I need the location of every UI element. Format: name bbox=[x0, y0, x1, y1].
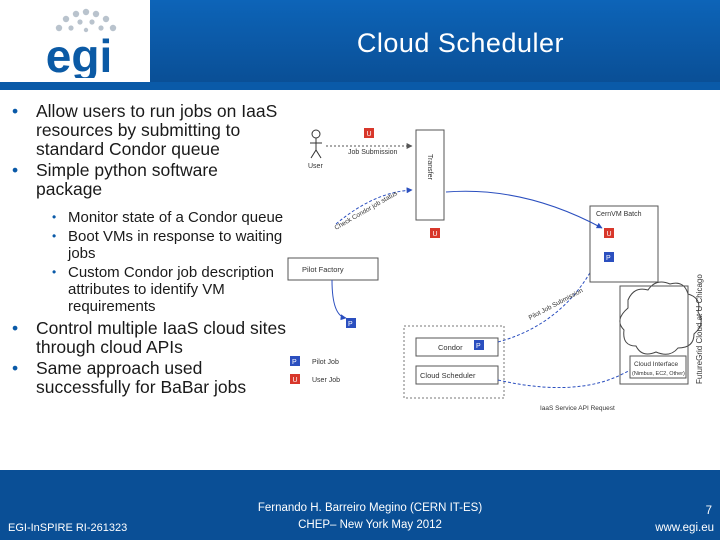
job-submission-label: Job Submission bbox=[348, 149, 398, 156]
slide-header: egi Cloud Scheduler bbox=[0, 0, 720, 90]
footer-project-id: EGI-InSPIRE RI-261323 bbox=[8, 522, 128, 534]
slide-title: Cloud Scheduler bbox=[356, 28, 564, 58]
legend-user-label: User Job bbox=[312, 377, 340, 384]
futuregrid-box bbox=[619, 285, 689, 385]
cloud-interface-box bbox=[629, 355, 687, 379]
futuregrid-label: FutureGrid Cloud at U Chicago bbox=[695, 274, 704, 384]
bullet-item: •Same approach used successfully for BaB… bbox=[12, 358, 247, 397]
pilot-factory-label: Pilot Factory bbox=[302, 265, 344, 274]
user-job-marker bbox=[364, 128, 374, 138]
legend-pilot-marker bbox=[290, 356, 300, 366]
user-icon bbox=[310, 129, 322, 159]
sub-bullet-item: •Monitor state of a Condor queue bbox=[52, 209, 284, 226]
cloud-icon bbox=[619, 281, 702, 355]
bullet-item: •Simple python software package bbox=[12, 160, 218, 199]
user-label: User bbox=[308, 163, 323, 170]
condor-status-arrow bbox=[335, 187, 413, 225]
cernvm-batch-label: CernVM Batch bbox=[596, 211, 642, 218]
footer-url[interactable]: www.egi.eu bbox=[655, 522, 714, 534]
vm-area bbox=[403, 325, 505, 399]
cloud-scheduler-box bbox=[415, 365, 499, 385]
legend-user-marker bbox=[290, 374, 300, 384]
iaas-request-arrow bbox=[497, 359, 645, 388]
cloud-interface-sub: (Nimbus, EC2, Other) bbox=[632, 371, 685, 377]
svg-text:U: U bbox=[367, 131, 372, 138]
sub-bullet-item: •Custom Condor job description attribute… bbox=[52, 264, 274, 315]
cloud-interface-label: Cloud Interface bbox=[634, 361, 678, 368]
condor-status-label: Check Condor job status bbox=[334, 190, 400, 232]
pilot-job-marker bbox=[604, 252, 614, 262]
svg-text:egi: egi bbox=[46, 30, 112, 78]
egi-logo: egi bbox=[46, 8, 117, 78]
legend-pilot-label: Pilot Job bbox=[312, 359, 339, 366]
svg-text:U: U bbox=[607, 231, 612, 238]
user-job-marker bbox=[604, 228, 614, 238]
svg-text:P: P bbox=[348, 321, 353, 328]
svg-text:U: U bbox=[433, 231, 438, 238]
pilot-factory-box bbox=[287, 257, 379, 281]
svg-text:P: P bbox=[292, 359, 297, 366]
cloud-scheduler-label: Cloud Scheduler bbox=[420, 371, 476, 380]
pilot-flow-arrow bbox=[331, 279, 347, 321]
batch-flow-arrow bbox=[445, 190, 603, 229]
footer-author: Fernando H. Barreiro Megino (CERN IT-ES)… bbox=[257, 502, 483, 531]
iaas-request-label: IaaS Service API Request bbox=[540, 405, 615, 412]
bullet-item: •Control multiple IaaS cloud sites throu… bbox=[12, 318, 286, 357]
architecture-diagram: User U Job Submission Transfer Check Con… bbox=[287, 128, 704, 412]
pilot-submission-arrow bbox=[497, 261, 597, 343]
header-band bbox=[150, 0, 720, 82]
svg-text:P: P bbox=[606, 255, 611, 262]
bullet-list: •Allow users to run jobs on IaaS resourc… bbox=[8, 102, 288, 399]
pilot-job-marker bbox=[474, 340, 484, 350]
slide-footer: EGI-InSPIRE RI-261323 Fernando H. Barrei… bbox=[0, 470, 720, 540]
transfer-label: Transfer bbox=[426, 154, 433, 180]
condor-label: Condor bbox=[438, 343, 463, 352]
page-number: 7 bbox=[705, 505, 712, 517]
user-job-marker bbox=[430, 228, 440, 238]
cernvm-batch-box bbox=[589, 205, 659, 283]
sub-bullet-item: •Boot VMs in response to waiting jobs bbox=[52, 228, 283, 262]
pilot-submission-label: Pilot Job Submission bbox=[528, 287, 585, 322]
svg-text:U: U bbox=[293, 377, 298, 384]
pilot-job-marker bbox=[346, 318, 356, 328]
svg-text:P: P bbox=[476, 343, 481, 350]
bullet-item: •Allow users to run jobs on IaaS resourc… bbox=[12, 101, 278, 159]
transfer-box bbox=[415, 129, 445, 221]
header-bar bbox=[0, 82, 720, 90]
